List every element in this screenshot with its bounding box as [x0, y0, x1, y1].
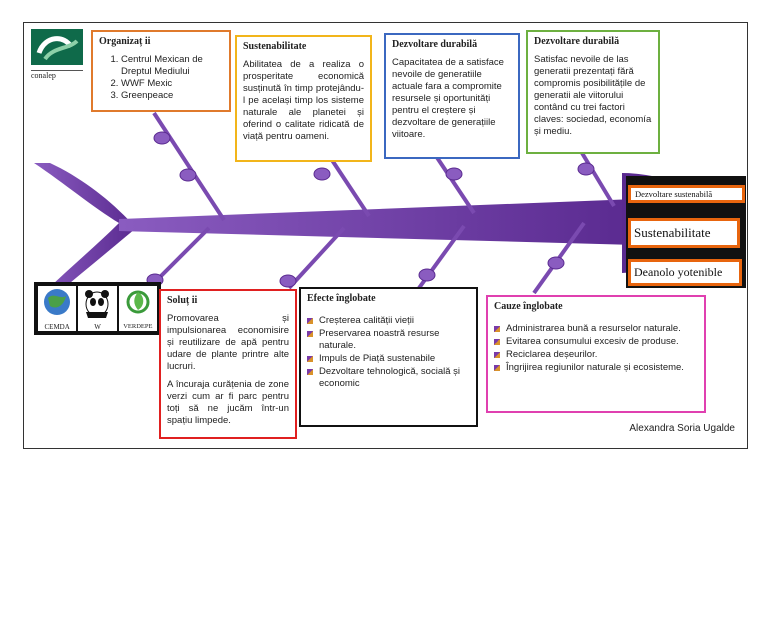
dezvoltare-durabila-title-2: Dezvoltare durabilă — [534, 36, 620, 47]
dezvoltare-durabila-box-2: Dezvoltare durabilă Satisfac nevoile de … — [526, 30, 660, 154]
head-label-dezvoltare: Dezvoltare sustenabilă — [628, 185, 745, 203]
list-item: Reciclarea deșeurilor. — [494, 349, 698, 361]
partners-logos: CEMDA W VERDEPE — [34, 282, 161, 335]
list-item: Impuls de Piață sustenabile — [307, 353, 470, 365]
conalep-emblem-icon — [31, 29, 83, 65]
efecte-box: Efecte înglobate Creșterea calității vie… — [299, 287, 478, 427]
sustenabilitate-title: Sustenabilitate — [243, 41, 307, 52]
list-item: Creșterea calității vieții — [307, 315, 470, 327]
cauze-box: Cauze înglobate Administrarea bună a res… — [486, 295, 706, 413]
joint-top-1a — [153, 131, 171, 145]
joint-bottom-2 — [279, 274, 297, 288]
wwf-label: W — [94, 323, 101, 331]
fish-spine — [119, 199, 636, 245]
solutii-paragraph-2: A încuraja curățenia de zone verzi cum a… — [167, 379, 289, 426]
list-item: Centrul Mexican de Dreptul Mediului — [121, 54, 223, 78]
list-item: WWF Mexic — [121, 78, 223, 90]
cemda-logo: CEMDA — [38, 286, 77, 331]
organizatii-box: Organizaț ii Centrul Mexican de Dreptul … — [91, 30, 231, 112]
joint-bottom-4 — [547, 256, 565, 270]
list-item: Administrarea bună a resurselor naturale… — [494, 323, 698, 335]
head-label-deanolo: Deanolo yotenible — [628, 259, 742, 286]
list-item: Evitarea consumului excesiv de produse. — [494, 336, 698, 348]
efecte-title: Efecte înglobate — [307, 293, 376, 304]
organizatii-list: Centrul Mexican de Dreptul Mediului WWF … — [99, 54, 223, 102]
list-item: Dezvoltare tehnologică, socială și econo… — [307, 366, 470, 390]
wwf-logo: W — [78, 286, 117, 331]
joint-top-2 — [313, 167, 331, 181]
dezvoltare-durabila-box-1: Dezvoltare durabilă Capacitatea de a sat… — [384, 33, 520, 159]
solutii-box: Soluț ii Promovarea și impulsionarea eco… — [159, 289, 297, 439]
cauze-list: Administrarea bună a resurselor naturale… — [494, 323, 698, 374]
cemda-globe-icon — [44, 289, 71, 315]
verdepe-label: VERDEPE — [123, 323, 153, 330]
list-item: Preservarea noastră resurse naturale. — [307, 328, 470, 352]
joint-top-4 — [577, 162, 595, 176]
joint-bottom-3 — [418, 268, 436, 282]
cauze-title: Cauze înglobate — [494, 301, 563, 312]
list-item: Îngrijirea regiunilor naturale și ecosis… — [494, 362, 698, 374]
sustenabilitate-box: Sustenabilitate Abilitatea de a realiza … — [235, 35, 372, 162]
rib-bottom-2 — [287, 226, 346, 290]
organizatii-title: Organizaț ii — [99, 36, 151, 47]
author-name: Alexandra Soria Ugalde — [629, 423, 735, 434]
leaf-icon — [126, 290, 150, 314]
conalep-logo: conalep — [31, 29, 83, 80]
diagram-frame: conalep Organizaț ii Centrul Mexican de … — [23, 22, 748, 449]
dezvoltare-durabila-text-1: Capacitatea de a satisface nevoile de ge… — [392, 57, 504, 140]
rib-top-3 — [432, 151, 476, 215]
conalep-label: conalep — [31, 70, 83, 80]
joint-top-3 — [445, 167, 463, 181]
head-label-sustenabilitate: Sustenabilitate — [628, 218, 740, 248]
dezvoltare-durabila-text-2: Satisfac nevoile de las generatii prezen… — [534, 54, 652, 137]
fish-tail — [34, 163, 136, 293]
efecte-list: Creșterea calității vieții Preservarea n… — [307, 315, 470, 390]
verdepe-logo: VERDEPE — [118, 286, 157, 331]
rib-top-1 — [152, 111, 226, 222]
solutii-title: Soluț ii — [167, 295, 198, 306]
solutii-paragraph-1: Promovarea și impulsionarea economisire … — [167, 313, 289, 372]
rib-top-4 — [577, 146, 616, 208]
rib-joints — [146, 131, 595, 288]
list-item: Greenpeace — [121, 90, 223, 102]
panda-icon — [85, 290, 110, 318]
joint-top-1b — [179, 168, 197, 182]
cemda-label: CEMDA — [44, 323, 70, 331]
sustenabilitate-text: Abilitatea de a realiza o prosperitate e… — [243, 59, 364, 142]
dezvoltare-durabila-title-1: Dezvoltare durabilă — [392, 39, 478, 50]
